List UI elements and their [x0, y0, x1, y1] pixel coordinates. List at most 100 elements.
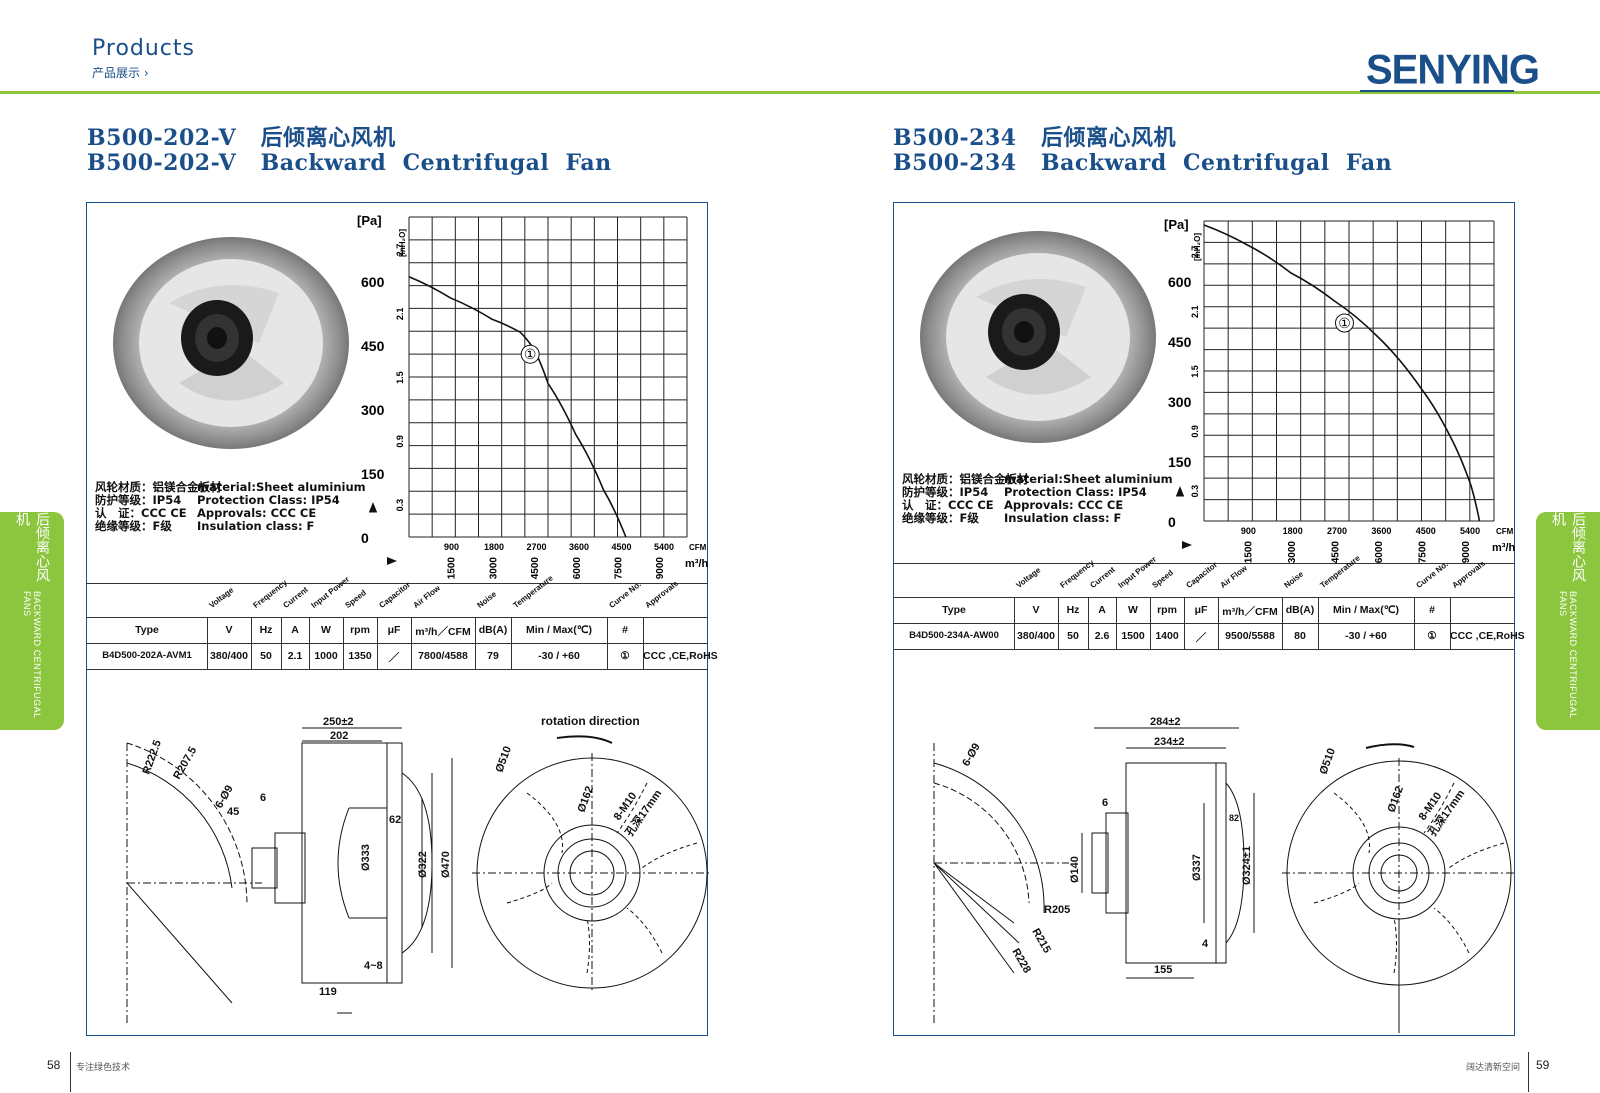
technical-drawing: 284±2 234±2 6 82 Ø140 Ø337 Ø324±1 4 155 …: [933, 716, 1516, 1033]
x-tick-label-m3h: 9000: [655, 557, 666, 580]
side-tab-left: 后倾离心风机 BACKWARD CENTRIFUGAL FANS: [0, 512, 64, 730]
x-tick-label-cfm: 2700: [527, 542, 547, 552]
table-rule: [894, 597, 1514, 598]
dim-label: 250±2: [323, 716, 354, 728]
x-axis-arrow: [1182, 541, 1192, 549]
dim-label: R207.5: [171, 745, 199, 782]
section-subtitle: 产品展示 ›: [92, 66, 149, 80]
dim-label: R205: [1044, 904, 1070, 916]
column-header: A: [1098, 604, 1106, 616]
column-header: rpm: [1157, 604, 1177, 616]
table-rule: [643, 617, 644, 669]
x-tick-label-cfm: 5400: [654, 542, 674, 552]
y-axis-arrow: [369, 502, 377, 512]
table-cell: ①: [620, 650, 630, 662]
header-rule: [0, 91, 1600, 94]
column-header: Min / Max(℃): [525, 624, 593, 636]
side-tab-right: 后倾离心风机 BACKWARD CENTRIFUGAL FANS: [1536, 512, 1600, 730]
dim-label: 234±2: [1154, 736, 1185, 748]
x-tick-label-cfm: 1800: [484, 542, 504, 552]
x-tick-label-cfm: 900: [444, 542, 459, 552]
curve-label: ①: [1338, 315, 1351, 331]
dim-label: Ø324±1: [1241, 846, 1253, 885]
column-header: m³/h／CFM: [1222, 606, 1278, 618]
y-axis-label: [Pa]: [357, 213, 382, 228]
brand-underline: [1360, 90, 1514, 92]
column-header: Hz: [1066, 604, 1080, 616]
x-tick-label-m3h: 3000: [1287, 541, 1298, 564]
table-rule: [1150, 597, 1151, 649]
dim-label: Ø162: [576, 785, 596, 814]
table-rule: [894, 563, 1514, 564]
y-axis-arrow: [1176, 486, 1184, 496]
side-tab-cn: 后倾离心风机: [1550, 512, 1586, 582]
column-header-top: Speed: [1150, 568, 1175, 590]
y-tick-label: 450: [361, 338, 385, 354]
table-cell: 50: [1067, 630, 1079, 642]
table-rule: [607, 617, 608, 669]
table-cell: ①: [1427, 630, 1437, 642]
spec-item: 风轮材质：铝镁合金板材material:Sheet aluminium: [902, 472, 1173, 486]
x-unit-cfm: CFM: [1496, 527, 1514, 536]
y2-tick-label: 2.7: [395, 244, 405, 257]
y2-tick-label: 0.9: [395, 435, 405, 448]
x-unit-cfm: CFM: [689, 543, 707, 552]
dim-label: 45: [227, 806, 239, 818]
column-header: m³/h／CFM: [415, 626, 471, 638]
column-header-top: Voltage: [1014, 565, 1043, 590]
side-tab-cn: 后倾离心风机: [14, 512, 50, 582]
dim-label: Ø470: [440, 851, 452, 878]
y-tick-label: 150: [361, 466, 385, 482]
table-rule: [1218, 597, 1219, 649]
y-tick-label: 0: [1168, 514, 1176, 530]
column-header: Type: [942, 604, 966, 616]
table-cell: 80: [1294, 630, 1306, 642]
table-rule: [1282, 597, 1283, 649]
table-rule: [894, 649, 1514, 650]
table-cell: 9500/5588: [1225, 630, 1275, 642]
dim-label: 62: [389, 814, 401, 826]
table-rule: [1014, 597, 1015, 649]
table-rule: [1450, 597, 1451, 649]
column-header: μF: [387, 624, 401, 636]
dim-label: R215: [1029, 927, 1053, 956]
dim-label: Ø333: [360, 844, 372, 871]
y-tick-label: 600: [361, 274, 385, 290]
dim-label: Ø162: [1386, 785, 1406, 814]
column-header-top: Current: [281, 585, 310, 610]
table-cell: ／: [1195, 632, 1207, 644]
column-header: dB(A): [1285, 604, 1315, 616]
table-cell: 50: [260, 650, 272, 662]
table-cell: -30 / +60: [1345, 630, 1387, 642]
technical-drawing: 250±2 202 6 45 62 Ø333 Ø322 Ø470 4~8 119…: [126, 714, 712, 1023]
column-header: Type: [135, 624, 159, 636]
dim-label: 119: [319, 986, 337, 998]
table-rule: [343, 617, 344, 669]
x-axis-arrow: [387, 557, 397, 565]
x-tick-label-cfm: 4500: [612, 542, 632, 552]
table-cell: 380/400: [1017, 630, 1055, 642]
table-rule: [87, 669, 707, 670]
footer-slogan-right: 阔达清新空间: [1466, 1063, 1521, 1073]
column-header-top: Speed: [343, 588, 368, 610]
product-panel: 风轮材质：铝镁合金板材material:Sheet aluminium 防护等级…: [893, 202, 1525, 1036]
page-number-left: 58: [47, 1058, 61, 1072]
table-cell: CCC ,CE,RoHS: [1450, 630, 1525, 642]
x-tick-label-m3h: 7500: [1418, 541, 1429, 564]
column-header: V: [1032, 604, 1040, 616]
dim-label: Ø510: [494, 745, 514, 774]
spec-list: 风轮材质：铝镁合金板材material:Sheet aluminium 防护等级…: [902, 473, 1173, 525]
fan-photo: [920, 231, 1156, 443]
column-header: rpm: [350, 624, 370, 636]
dim-label: 284±2: [1150, 716, 1181, 728]
x-tick-label-m3h: 4500: [530, 557, 541, 580]
table-cell: B4D500-202A-AVM1: [102, 650, 192, 661]
table-rule: [281, 617, 282, 669]
column-header: #: [622, 624, 628, 636]
column-header-top: Air Flow: [1218, 563, 1249, 590]
